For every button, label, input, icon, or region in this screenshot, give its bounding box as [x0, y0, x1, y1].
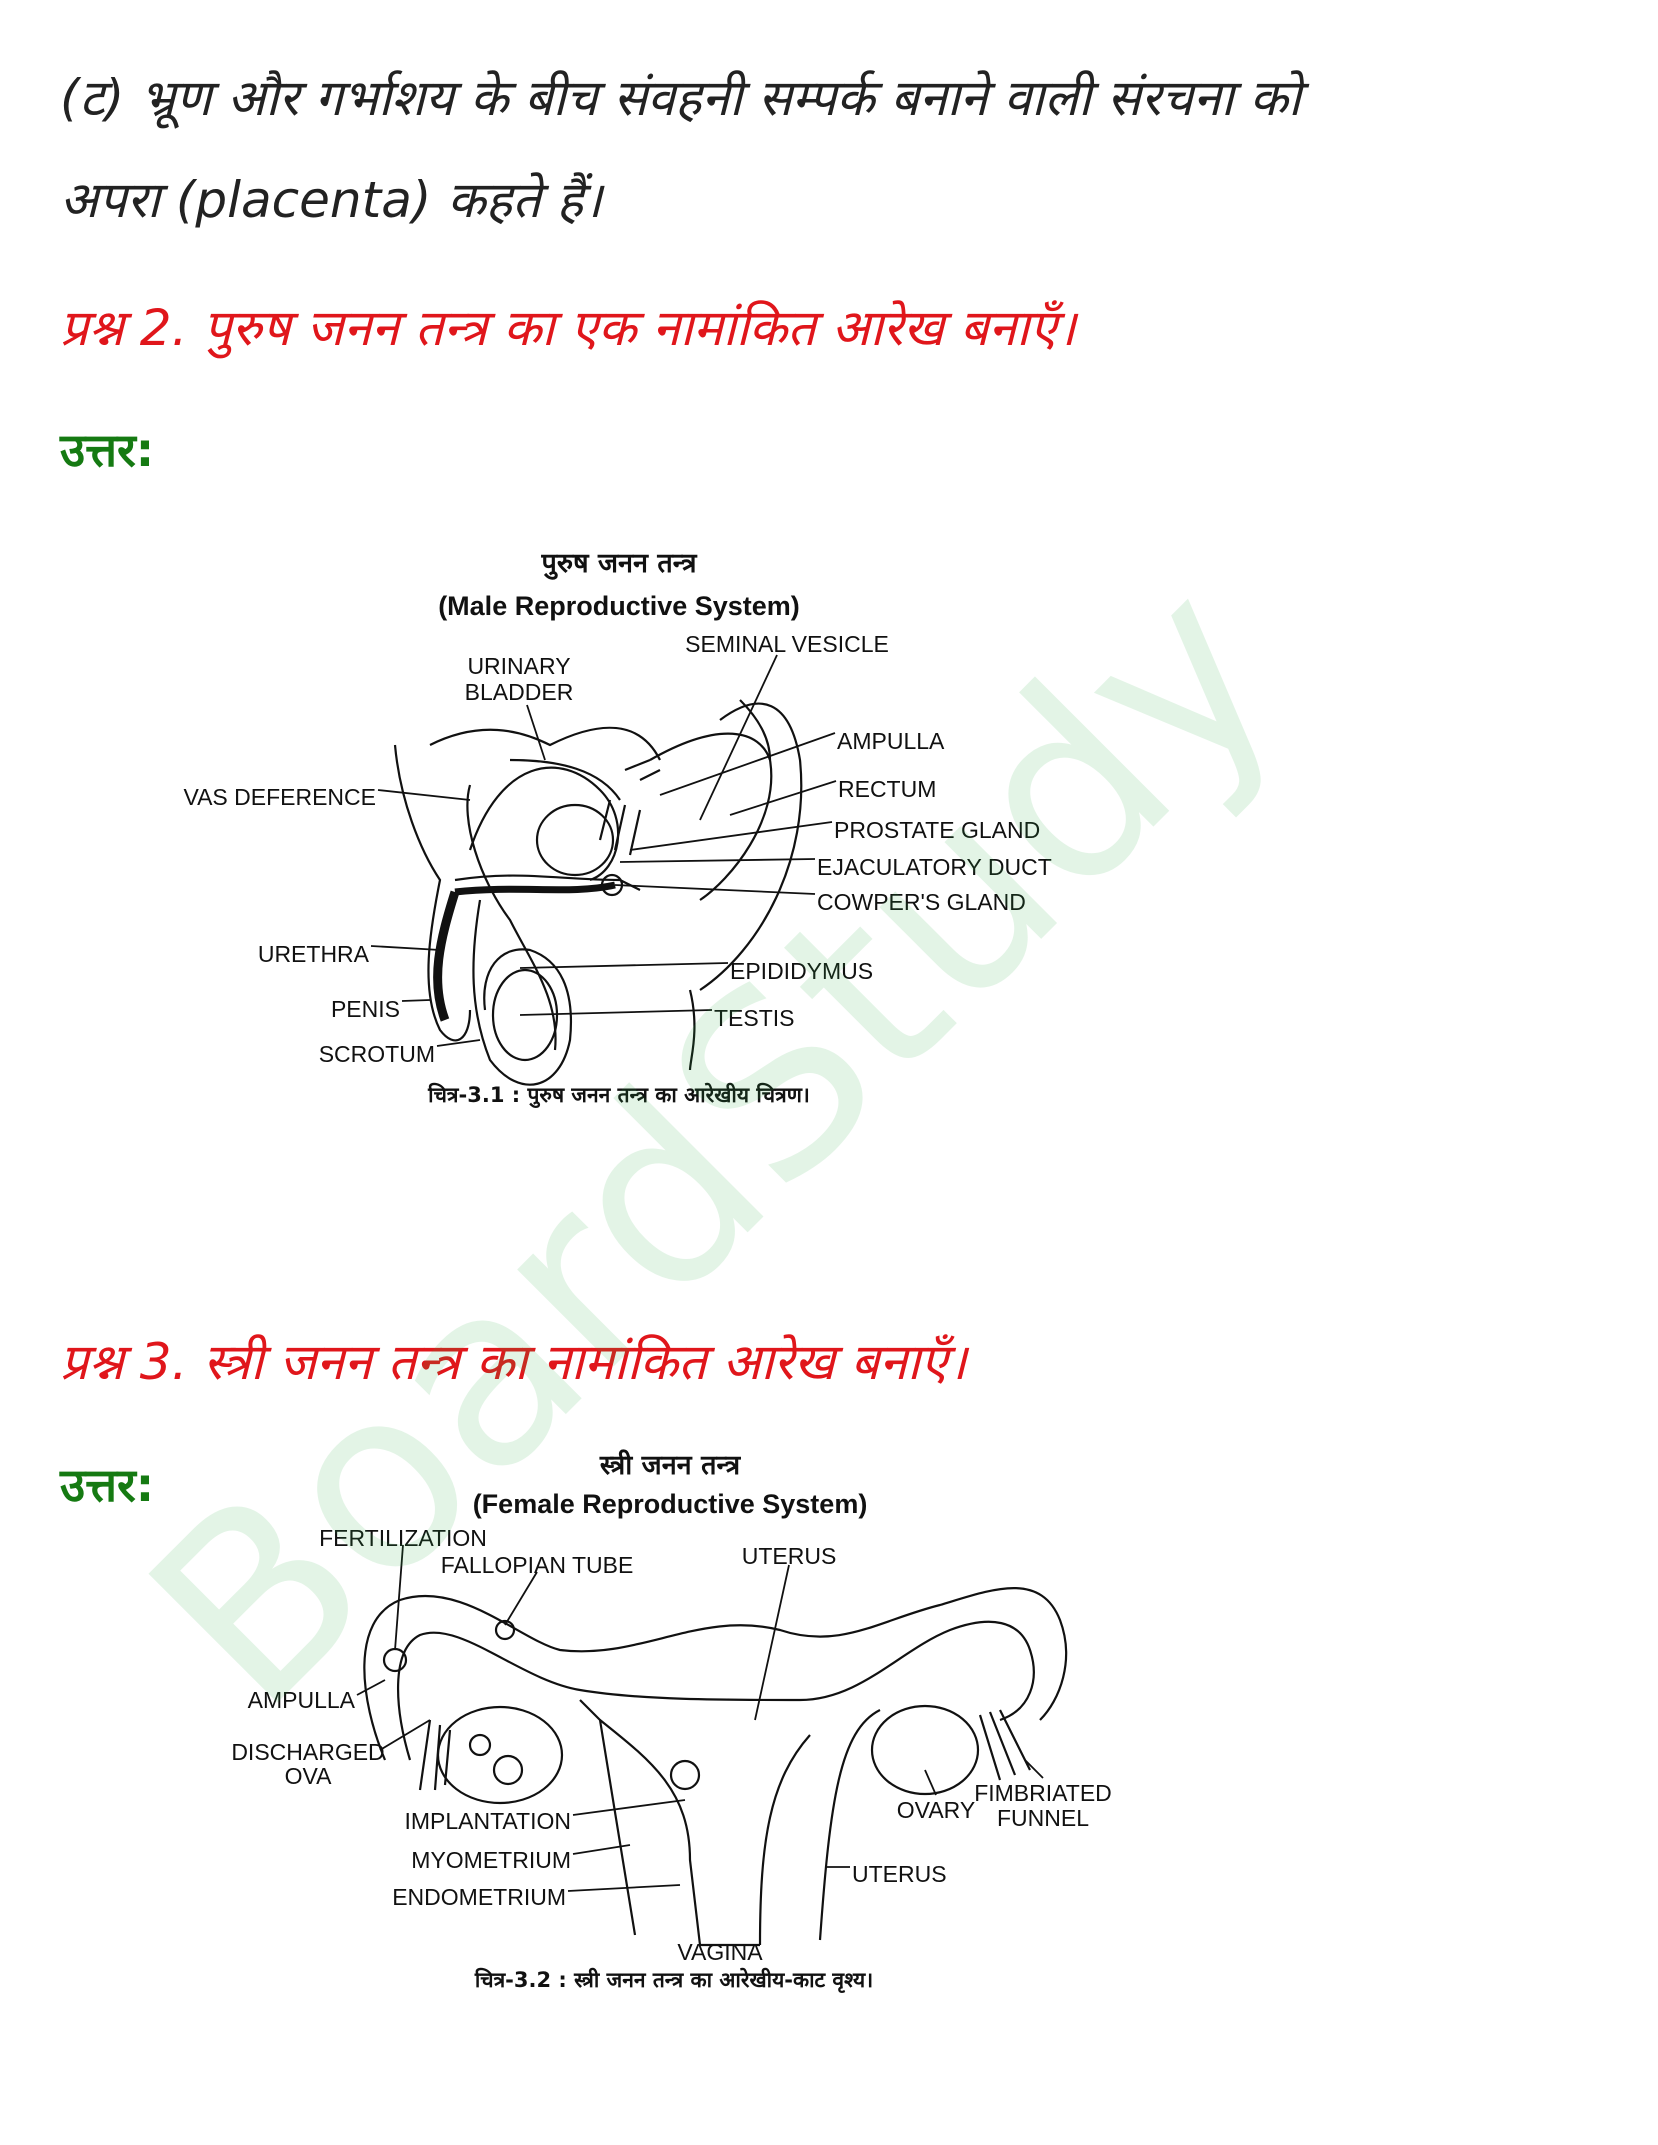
label-vagina: VAGINA [677, 1939, 763, 1965]
label-fertilization: FERTILIZATION [319, 1525, 487, 1551]
male-reproductive-diagram: पुरुष जनन तन्त्र (Male Reproductive Syst… [183, 548, 1051, 1109]
label-urinary: URINARY [467, 653, 570, 679]
male-leader-lines [370, 654, 837, 1047]
label-fimbriated: FIMBRIATED [974, 1780, 1112, 1806]
label-discharged: DISCHARGED [231, 1739, 384, 1765]
label-cowpers-gland: COWPER'S GLAND [817, 889, 1026, 915]
label-ovary: OVARY [897, 1797, 975, 1823]
female-reproductive-diagram: स्त्री जनन तन्त्र (Female Reproductive S… [231, 1449, 1111, 1994]
female-title-english: (Female Reproductive System) [473, 1489, 868, 1519]
female-anatomy-drawing [363, 1587, 1068, 1947]
answer-label-2: उत्तर: [60, 1458, 155, 1512]
label-testis: TESTIS [714, 1005, 795, 1031]
male-title-hindi: पुरुष जनन तन्त्र [541, 548, 698, 580]
statement-line-1: (ट) भ्रूण और गर्भाशय के बीच संवहनी सम्पर… [60, 69, 1301, 127]
female-title-hindi: स्त्री जनन तन्त्र [599, 1449, 741, 1481]
label-ampulla-female: AMPULLA [248, 1687, 356, 1713]
label-penis: PENIS [331, 996, 400, 1022]
watermark: BoardStudy [96, 526, 1332, 1762]
label-urethra: URETHRA [258, 941, 370, 967]
statement-line-2: अपरा (placenta) कहते हैं। [60, 171, 603, 229]
label-rectum: RECTUM [838, 776, 936, 802]
label-implantation: IMPLANTATION [404, 1808, 571, 1834]
label-fallopian-tube: FALLOPIAN TUBE [441, 1552, 634, 1578]
label-endometrium: ENDOMETRIUM [392, 1884, 566, 1910]
label-prostate-gland: PROSTATE GLAND [834, 817, 1040, 843]
label-scrotum: SCROTUM [319, 1041, 435, 1067]
label-seminal-vesicle: SEMINAL VESICLE [685, 631, 889, 657]
question-3: प्रश्न 3. स्त्री जनन तन्त्र का नामांकित … [60, 1333, 967, 1391]
label-ampulla: AMPULLA [837, 728, 945, 754]
label-vas-deference: VAS DEFERENCE [183, 784, 376, 810]
label-funnel: FUNNEL [997, 1805, 1089, 1831]
label-uterus-side: UTERUS [852, 1861, 947, 1887]
label-ejaculatory-duct: EJACULATORY DUCT [817, 854, 1052, 880]
female-caption: चित्र-3.2 : स्त्री जनन तन्त्र का आरेखीय-… [474, 1967, 873, 1994]
male-caption: चित्र-3.1 : पुरुष जनन तन्त्र का आरेखीय च… [427, 1082, 810, 1109]
question-2: प्रश्न 2. पुरुष जनन तन्त्र का एक नामांकि… [60, 299, 1076, 357]
male-title-english: (Male Reproductive System) [438, 591, 800, 621]
male-anatomy-drawing [393, 699, 803, 1086]
label-bladder: BLADDER [465, 679, 574, 705]
female-leader-lines [356, 1544, 1044, 1892]
label-myometrium: MYOMETRIUM [411, 1847, 571, 1873]
label-ova: OVA [285, 1763, 333, 1789]
answer-label-1: उत्तर: [60, 423, 155, 477]
label-uterus-top: UTERUS [742, 1543, 837, 1569]
label-epididymus: EPIDIDYMUS [730, 958, 873, 984]
